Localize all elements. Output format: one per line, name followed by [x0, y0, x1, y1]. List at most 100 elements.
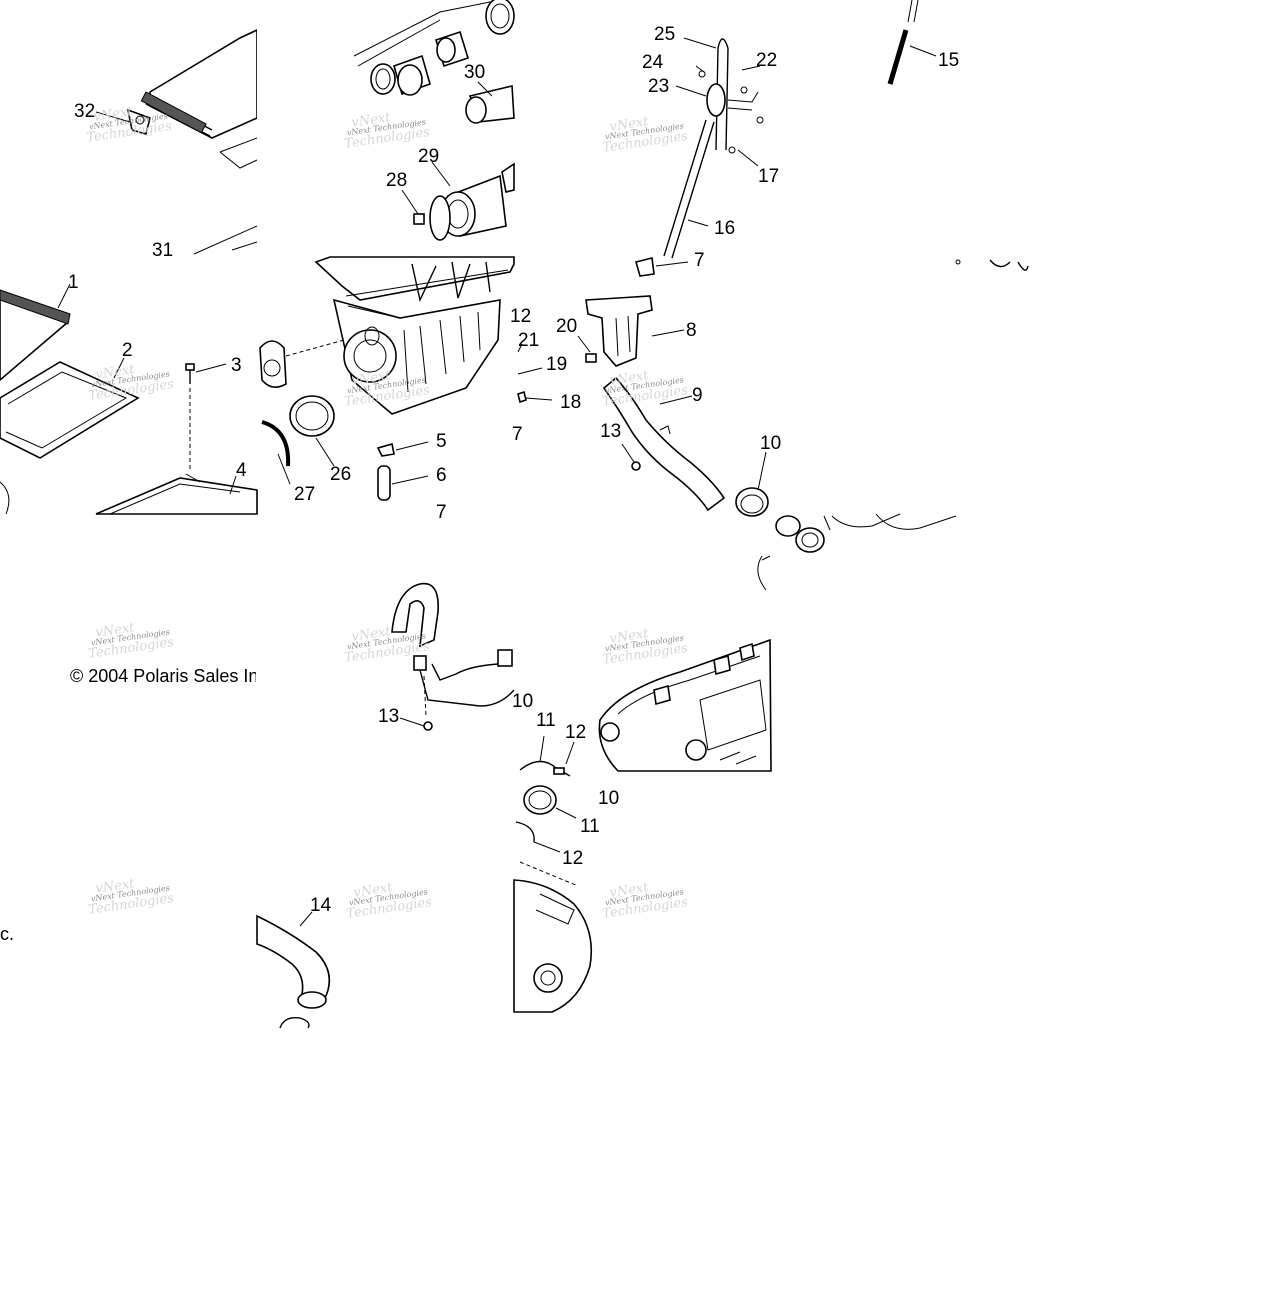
leader-31: [193, 225, 258, 255]
callout-18: 18: [560, 392, 581, 413]
callout-9: 9: [692, 385, 703, 406]
callout-7: 7: [436, 502, 447, 523]
svg-text:vNext: vNext: [95, 876, 136, 896]
intake-hose-left: [391, 582, 515, 731]
svg-text:vNext: vNext: [351, 624, 392, 644]
callout-17: 17: [758, 166, 779, 187]
callout-10: 10: [760, 433, 781, 454]
cvt-cover: [598, 555, 772, 772]
boot-29: [440, 162, 515, 237]
clamp-10: [735, 451, 769, 517]
callout-24: 24: [642, 52, 664, 73]
airbox-cover-part: [140, 28, 258, 169]
callout-12b: 12: [562, 848, 583, 869]
callout-23: 23: [648, 76, 669, 97]
callout-12: 12: [565, 722, 586, 743]
callout-26: 26: [330, 464, 351, 485]
clamp-28: [413, 195, 451, 241]
airbox-housing: [314, 256, 515, 415]
callout-22: 22: [756, 50, 777, 71]
callout-31: 31: [152, 240, 173, 261]
callout-21: 21: [518, 330, 539, 351]
airbox-cover-1: [0, 283, 71, 382]
engine-cover-fragment: [775, 513, 957, 553]
clamps-11-12: [515, 785, 577, 853]
duct-9: [602, 376, 726, 512]
callout-12c: 12: [510, 306, 531, 327]
svg-text:vNext: vNext: [609, 880, 650, 900]
callout-25: 25: [654, 24, 675, 45]
callout-3: 3: [231, 355, 242, 376]
dash-line: [285, 339, 345, 357]
callout-8: 8: [686, 320, 697, 341]
bolt-3: [185, 363, 227, 470]
copyright-mask: [256, 660, 396, 690]
leaders-tile2: [401, 81, 493, 215]
leader-32: [95, 111, 131, 123]
callout-labels: 1 2 3 4 5 6 7 7 7 8 9 10 10 10 11 11 12 …: [68, 24, 959, 916]
callout-2: 2: [122, 340, 133, 361]
svg-text:vNext: vNext: [351, 110, 392, 130]
callout-19: 19: [546, 354, 567, 375]
intake-tube-upper: [353, 0, 515, 96]
svg-text:vNext: vNext: [351, 368, 392, 388]
svg-text:vNext: vNext: [95, 620, 136, 640]
screw-20: [577, 335, 597, 363]
callout-13: 13: [600, 421, 621, 442]
latch-clip-part: [126, 108, 151, 135]
callout-10b: 10: [598, 788, 619, 809]
callout-30: 30: [464, 62, 485, 83]
callout-7b: 7: [512, 424, 523, 445]
flange-plate: [259, 340, 287, 388]
clutch-housing: [513, 861, 593, 1013]
callout-11: 11: [536, 710, 556, 731]
callout-6: 6: [436, 465, 447, 486]
breather-tube-15: [887, 0, 937, 85]
svg-text:vNext: vNext: [95, 362, 136, 382]
airbox-base-4: [95, 473, 258, 515]
intake-tube-30: [465, 85, 515, 124]
svg-text:vNext: vNext: [353, 880, 394, 900]
svg-text:vNext: vNext: [609, 626, 650, 646]
callout-27: 27: [294, 484, 315, 505]
callout-10c: 10: [512, 691, 533, 712]
callout-20: 20: [556, 316, 577, 337]
tube-6: [377, 465, 429, 501]
callout-32: 32: [74, 101, 95, 122]
callout-11b: 11: [580, 816, 600, 837]
hose-14: [256, 911, 331, 1029]
copyright-tail: c.: [0, 924, 14, 944]
air-filter-2: [0, 357, 140, 459]
callout-29: 29: [418, 146, 439, 167]
callout-13b: 13: [378, 706, 399, 727]
fasteners-tile7: [517, 257, 689, 471]
clamp-27: [261, 420, 291, 485]
svg-text:vNext: vNext: [609, 368, 650, 388]
copyright-text: © 2004 Polaris Sales Inc.: [70, 666, 272, 686]
callout-14: 14: [310, 895, 332, 916]
svg-text:vNext: vNext: [609, 114, 650, 134]
callout-28: 28: [386, 170, 407, 191]
callout-1: 1: [68, 272, 79, 293]
callout-16: 16: [714, 218, 735, 239]
callout-7c: 7: [694, 250, 705, 271]
clip-5: [376, 441, 429, 457]
callout-4: 4: [236, 460, 247, 481]
callout-15: 15: [938, 50, 959, 71]
fragment-tile8: [955, 259, 1029, 271]
callout-5: 5: [436, 431, 447, 452]
svg-text:vNext: vNext: [93, 104, 134, 124]
vent-hose-assembly: [663, 37, 764, 259]
clamp-11-12-tile11: [519, 735, 575, 777]
